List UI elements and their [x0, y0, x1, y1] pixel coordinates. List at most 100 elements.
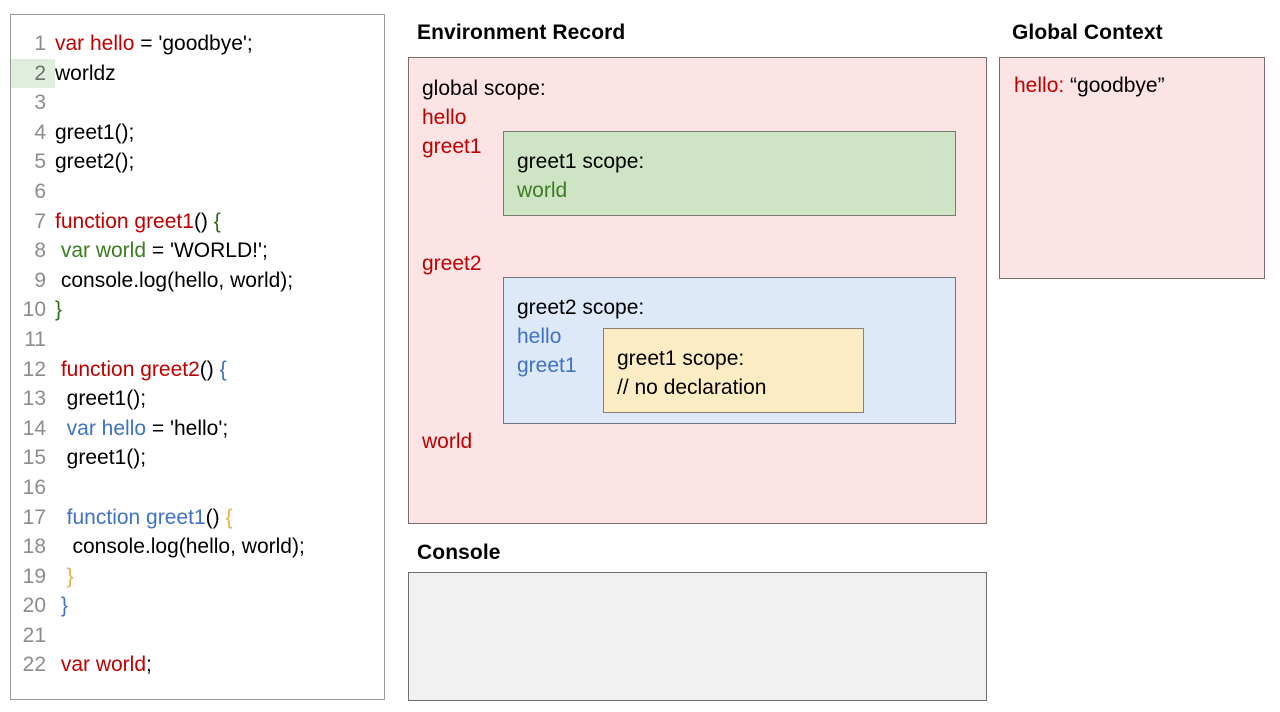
- code-token: (): [205, 505, 226, 529]
- line-number: 6: [34, 179, 46, 203]
- global-scope-var-greet2: greet2: [422, 252, 482, 275]
- line-number: 21: [22, 623, 46, 647]
- code-token: = 'goodbye';: [134, 32, 253, 55]
- code-token: }: [55, 564, 74, 588]
- code-token: function greet1: [55, 209, 194, 233]
- code-line-text: var hello = 'goodbye';: [55, 29, 253, 59]
- code-line[interactable]: 14 var hello = 'hello';: [11, 414, 384, 444]
- greet2-scope-var-greet1: greet1: [517, 354, 577, 377]
- code-line[interactable]: 3: [11, 88, 384, 118]
- code-line[interactable]: 9 console.log(hello, world);: [11, 266, 384, 296]
- line-number: 19: [22, 564, 46, 588]
- code-token: var hello: [55, 32, 135, 55]
- code-line-text: console.log(hello, world);: [55, 532, 305, 562]
- line-number: 20: [22, 594, 46, 618]
- line-number: 17: [22, 505, 46, 529]
- line-number: 11: [24, 327, 46, 351]
- line-number: 10: [22, 298, 46, 322]
- console-heading: Console: [417, 541, 501, 564]
- code-line-text: greet1();: [55, 443, 146, 473]
- code-token: greet1();: [55, 446, 147, 470]
- environment-record-heading: Environment Record: [417, 21, 626, 44]
- greet1-inner-scope-heading: greet1 scope:: [617, 347, 745, 370]
- line-number: 7: [34, 209, 46, 233]
- code-line[interactable]: 12 function greet2() {: [11, 355, 384, 385]
- code-line[interactable]: 20 }: [11, 591, 384, 621]
- code-line-text: }: [55, 295, 62, 325]
- line-number: 15: [22, 446, 46, 470]
- code-token: function greet1: [55, 505, 206, 529]
- greet2-scope-heading: greet2 scope:: [517, 296, 645, 319]
- code-line[interactable]: 13 greet1();: [11, 384, 384, 414]
- global-scope-var-hello: hello: [422, 106, 467, 129]
- code-line-text: var world;: [55, 650, 152, 680]
- code-token: worldz: [55, 61, 116, 85]
- greet1-inner-scope-note: // no declaration: [617, 376, 767, 399]
- code-line-text: greet1();: [55, 118, 134, 148]
- code-line-text: var hello = 'hello';: [55, 414, 229, 444]
- code-line-text: function greet1() {: [55, 503, 233, 533]
- code-line[interactable]: 19 }: [11, 562, 384, 592]
- code-token: greet1();: [55, 387, 147, 411]
- code-line[interactable]: 17 function greet1() {: [11, 503, 384, 533]
- global-scope-var-greet1: greet1: [422, 135, 482, 158]
- code-line[interactable]: 16: [11, 473, 384, 503]
- code-line[interactable]: 11: [11, 325, 384, 355]
- code-line-text: console.log(hello, world);: [55, 266, 293, 296]
- code-token: ;: [146, 653, 152, 677]
- code-token: {: [219, 357, 227, 381]
- code-token: }: [55, 594, 68, 618]
- line-number: 12: [22, 357, 46, 381]
- greet1-scope-heading: greet1 scope:: [517, 150, 645, 173]
- code-line[interactable]: 1 var hello = 'goodbye';: [11, 29, 384, 59]
- code-token: function greet2: [55, 357, 200, 381]
- code-line[interactable]: 6: [11, 177, 384, 207]
- code-token: = 'WORLD!';: [146, 239, 268, 263]
- code-token: greet2();: [55, 150, 135, 174]
- line-number: 16: [22, 475, 46, 499]
- global-context-entry-key: hello:: [1014, 74, 1065, 97]
- code-line[interactable]: 8 var world = 'WORLD!';: [11, 236, 384, 266]
- code-line-text: }: [55, 562, 74, 592]
- code-line[interactable]: 22 var world;: [11, 650, 384, 680]
- line-number: 1: [34, 32, 46, 55]
- code-line-text: greet1();: [55, 384, 146, 414]
- code-token: {: [225, 505, 233, 529]
- code-token: var world: [55, 239, 147, 263]
- greet1-scope-box: greet1 scope: world: [503, 131, 956, 216]
- code-line[interactable]: 21: [11, 621, 384, 651]
- code-token: }: [55, 298, 63, 322]
- code-token: = 'hello';: [146, 416, 229, 440]
- global-scope-heading: global scope:: [422, 77, 546, 100]
- code-token: (): [193, 209, 214, 233]
- line-number: 13: [22, 387, 46, 411]
- code-line-text: }: [55, 591, 68, 621]
- code-line-text: function greet2() {: [55, 355, 227, 385]
- code-token: console.log(hello, world);: [55, 535, 305, 559]
- code-line[interactable]: 10}: [11, 295, 384, 325]
- line-number: 2: [11, 58, 55, 89]
- global-context-entry-value: “goodbye”: [1064, 74, 1165, 97]
- code-line[interactable]: 18 console.log(hello, world);: [11, 532, 384, 562]
- code-token: var world: [55, 653, 147, 677]
- line-number: 3: [34, 91, 46, 115]
- line-number: 5: [34, 150, 46, 174]
- console-panel[interactable]: [408, 572, 987, 701]
- code-line[interactable]: 5 greet2();: [11, 147, 384, 177]
- code-line-text: worldz: [55, 59, 116, 89]
- greet1-inner-scope-box: greet1 scope: // no declaration: [603, 328, 864, 413]
- code-line-text: greet2();: [55, 147, 134, 177]
- greet2-scope-var-hello: hello: [517, 325, 562, 348]
- environment-record-panel: global scope: hello greet1 greet2 world …: [408, 57, 987, 524]
- line-number: 14: [22, 416, 46, 440]
- global-context-heading: Global Context: [1012, 21, 1163, 44]
- code-line[interactable]: 15 greet1();: [11, 443, 384, 473]
- code-token: (): [199, 357, 220, 381]
- greet2-scope-box: greet2 scope: hello greet1 greet1 scope:…: [503, 277, 956, 424]
- code-token: greet1();: [55, 120, 135, 144]
